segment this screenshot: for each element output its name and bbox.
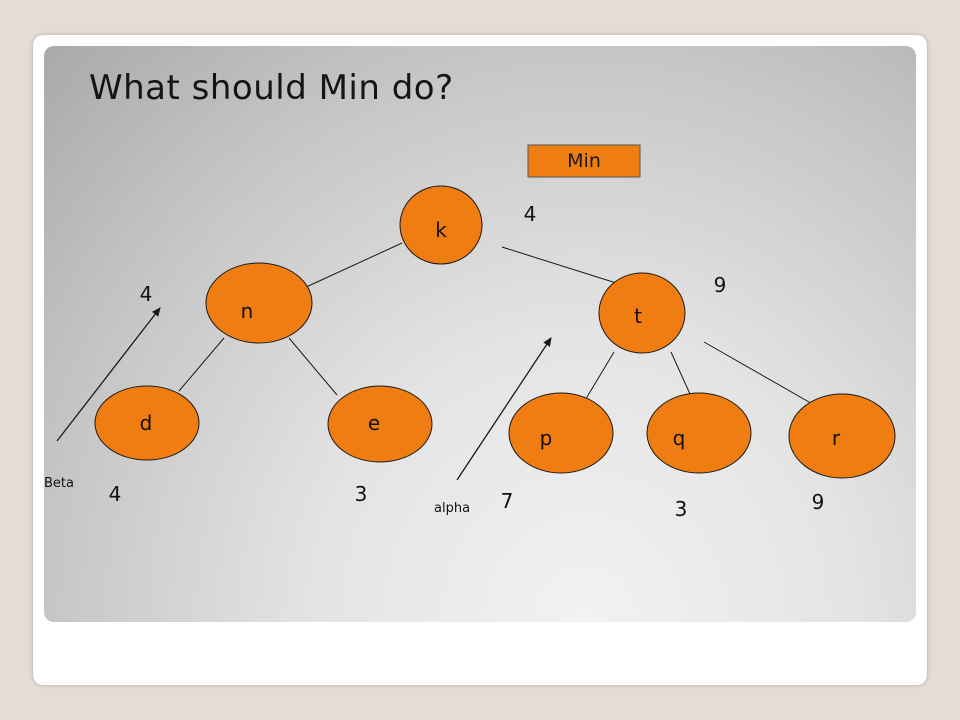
slide-title: What should Min do? xyxy=(89,68,454,108)
tree-node-r: r xyxy=(788,393,896,479)
edge-t-r xyxy=(703,341,817,407)
edge-k-t xyxy=(501,246,633,289)
edge-n-d xyxy=(178,337,225,392)
node-r-shape xyxy=(788,393,896,479)
tree-node-p: p xyxy=(508,392,614,474)
tree-node-t: t xyxy=(598,272,686,354)
edge-t-p xyxy=(583,351,615,403)
node-t-label: t xyxy=(634,304,642,328)
value-t: 9 xyxy=(714,273,727,297)
value-n: 4 xyxy=(140,282,153,306)
node-p-shape xyxy=(508,392,614,474)
value-e: 3 xyxy=(355,482,368,506)
edge-k-n xyxy=(303,242,403,289)
tree-node-d: d xyxy=(94,385,200,461)
node-e-shape xyxy=(327,385,433,463)
edge-t-q xyxy=(670,351,691,395)
tree-node-q: q xyxy=(646,392,752,474)
beta-arrow xyxy=(56,307,161,442)
min-box xyxy=(527,144,641,178)
value-p: 7 xyxy=(501,489,514,513)
node-n-label: n xyxy=(241,299,254,323)
node-n-shape xyxy=(205,262,313,344)
node-k-label: k xyxy=(435,218,447,242)
node-d-label: d xyxy=(140,411,153,435)
node-k-shape xyxy=(399,185,483,265)
node-d-shape xyxy=(94,385,200,461)
min-player-label: Min xyxy=(527,144,641,178)
value-d: 4 xyxy=(109,482,122,506)
value-q: 3 xyxy=(675,497,688,521)
slide-panel: What should Min do? Min k n xyxy=(44,46,916,622)
value-k: 4 xyxy=(524,202,537,226)
node-p-label: p xyxy=(540,426,553,450)
node-q-label: q xyxy=(673,426,686,450)
node-r-label: r xyxy=(832,426,841,450)
node-e-label: e xyxy=(368,411,380,435)
node-t-shape xyxy=(598,272,686,354)
alpha-label: alpha xyxy=(434,501,470,516)
min-text: Min xyxy=(567,150,601,172)
tree-node-e: e xyxy=(327,385,433,463)
beta-label: Beta xyxy=(44,476,74,491)
tree-node-n: n xyxy=(205,262,313,344)
value-r: 9 xyxy=(812,490,825,514)
node-q-shape xyxy=(646,392,752,474)
edge-n-e xyxy=(288,337,338,396)
tree-node-k: k xyxy=(399,185,483,265)
game-tree-diagram: Min k n t d e p q xyxy=(44,144,896,521)
alpha-arrow xyxy=(456,337,552,481)
